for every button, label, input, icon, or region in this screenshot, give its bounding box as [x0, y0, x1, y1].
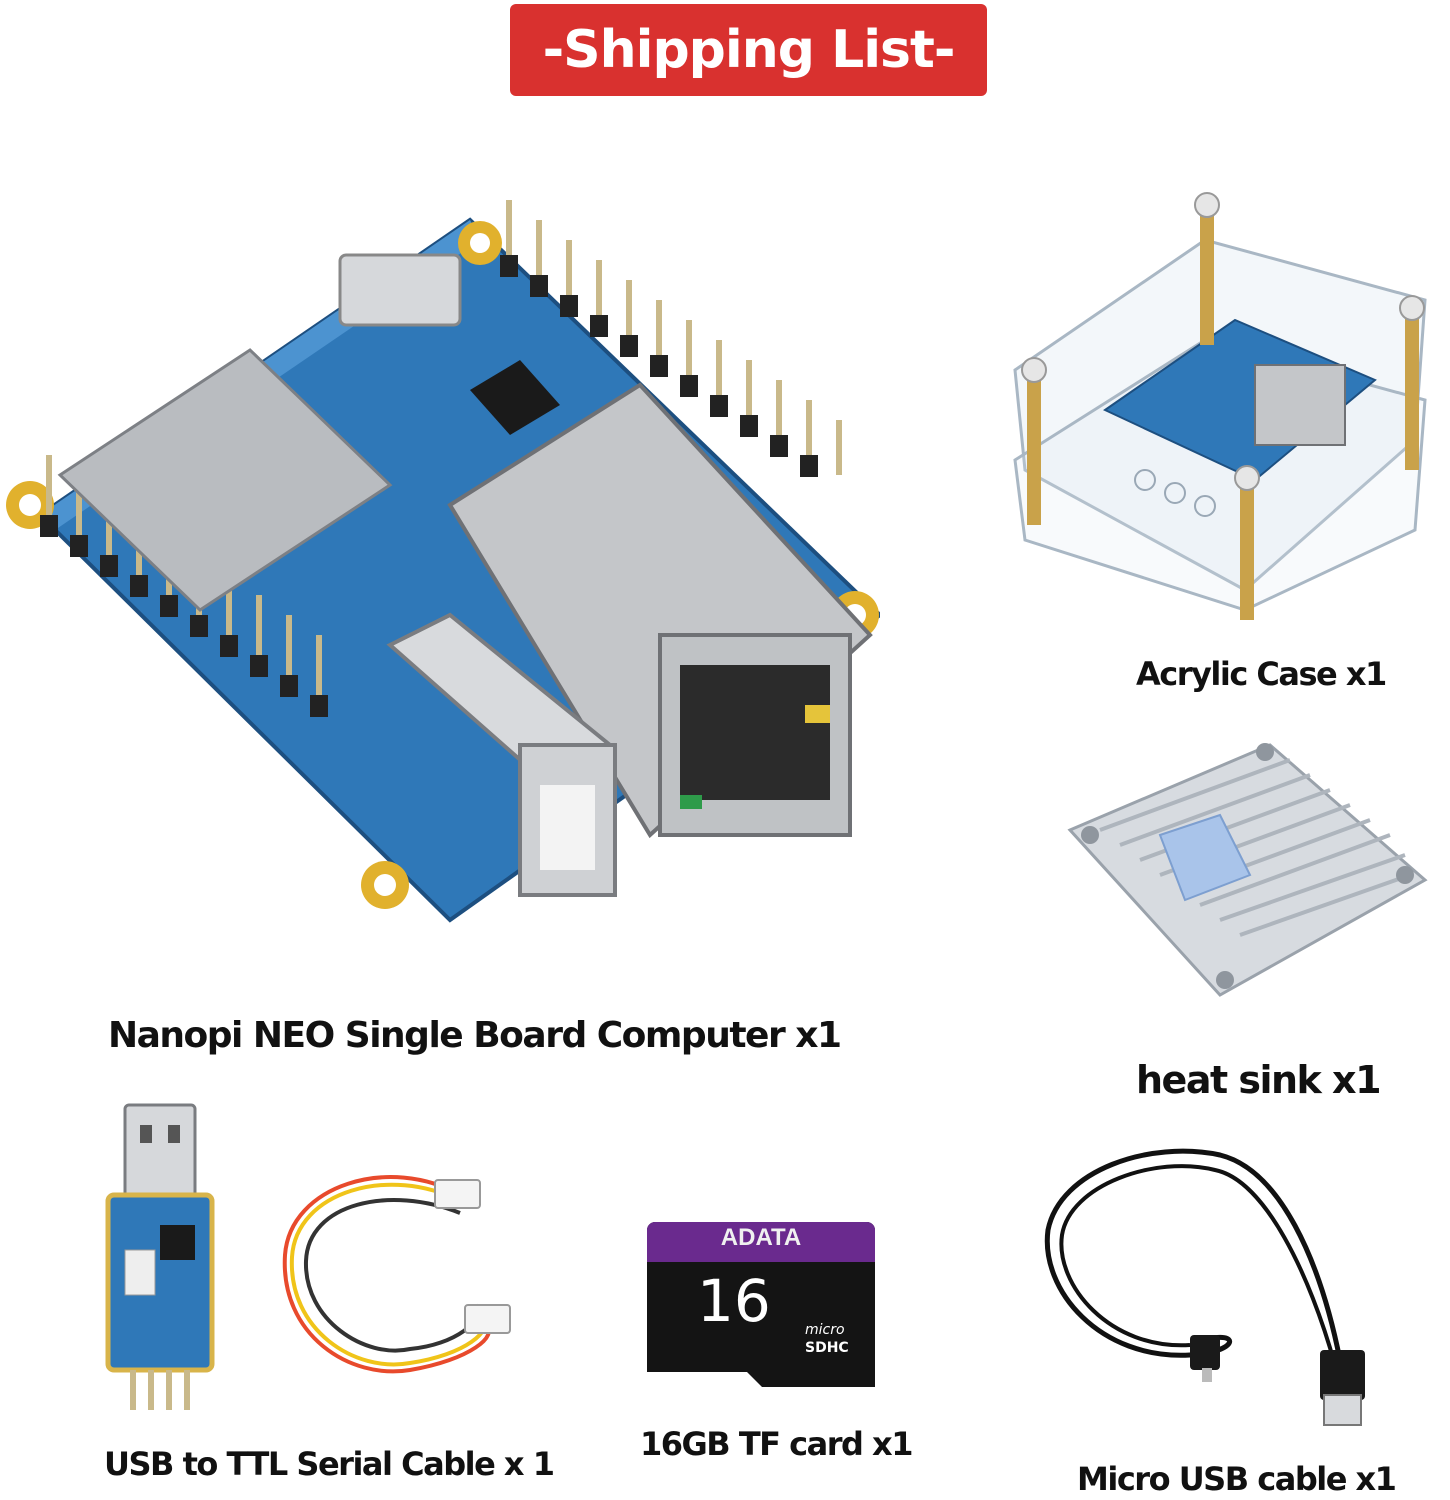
nanopi-board-image — [0, 185, 880, 925]
acrylic-case-image — [995, 180, 1450, 630]
tf-card-capacity: 16 — [697, 1267, 771, 1335]
nanopi-board-label: Nanopi NEO Single Board Computer x1 — [108, 1015, 842, 1056]
tf-card-image: ADATA 16 micro SDHC — [647, 1222, 875, 1387]
serial-wire-image — [270, 1165, 530, 1385]
banner-title: -Shipping List- — [542, 20, 956, 80]
heat-sink-label: heat sink x1 — [1136, 1058, 1382, 1102]
heat-sink-image — [1060, 740, 1430, 1010]
micro-usb-cable-label: Micro USB cable x1 — [1077, 1460, 1397, 1498]
shipping-list-banner: -Shipping List- — [510, 4, 987, 96]
tf-card-micro-text: micro — [805, 1322, 845, 1338]
micro-usb-cable-image — [1040, 1140, 1380, 1430]
acrylic-case-label: Acrylic Case x1 — [1136, 655, 1387, 693]
tf-card-brand: ADATA — [720, 1224, 802, 1251]
tf-card-label: 16GB TF card x1 — [640, 1425, 913, 1463]
usb-ttl-label: USB to TTL Serial Cable x 1 — [104, 1445, 555, 1483]
tf-card-sdhc-text: SDHC — [805, 1340, 849, 1356]
usb-ttl-adapter-image — [100, 1100, 220, 1415]
